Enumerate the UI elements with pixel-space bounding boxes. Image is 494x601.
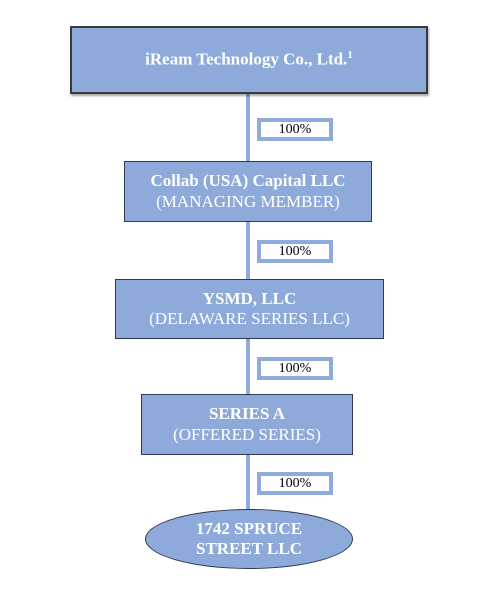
managing-member-name: Collab (USA) Capital LLC bbox=[150, 171, 346, 191]
parent-entity-box: iReam Technology Co., Ltd.1 bbox=[70, 26, 428, 94]
parent-entity-name: iReam Technology Co., Ltd. bbox=[145, 50, 348, 70]
connector-line-3 bbox=[246, 338, 250, 395]
ownership-label-2: 100% bbox=[257, 240, 333, 263]
managing-member-role: (MANAGING MEMBER) bbox=[156, 191, 340, 211]
ownership-label-1: 100% bbox=[257, 118, 333, 141]
series-a-role: (OFFERED SERIES) bbox=[173, 424, 321, 444]
connector-line-1 bbox=[246, 94, 250, 162]
property-name-line-1: 1742 SPRUCE bbox=[195, 518, 303, 538]
series-llc-box: YSMD, LLC (DELAWARE SERIES LLC) bbox=[115, 279, 384, 339]
connector-line-2 bbox=[246, 221, 250, 280]
managing-member-box: Collab (USA) Capital LLC (MANAGING MEMBE… bbox=[124, 161, 372, 222]
series-a-box: SERIES A (OFFERED SERIES) bbox=[141, 394, 353, 455]
ownership-label-3: 100% bbox=[257, 357, 333, 380]
series-llc-role: (DELAWARE SERIES LLC) bbox=[149, 309, 350, 328]
parent-footnote-marker: 1 bbox=[347, 49, 353, 62]
series-a-name: SERIES A bbox=[208, 404, 286, 424]
property-name-line-2: STREET LLC bbox=[196, 539, 302, 558]
connector-line-4 bbox=[246, 454, 250, 511]
property-entity-oval: 1742 SPRUCE STREET LLC bbox=[145, 509, 353, 569]
series-llc-name: YSMD, LLC bbox=[202, 288, 297, 308]
ownership-label-4: 100% bbox=[257, 472, 333, 495]
